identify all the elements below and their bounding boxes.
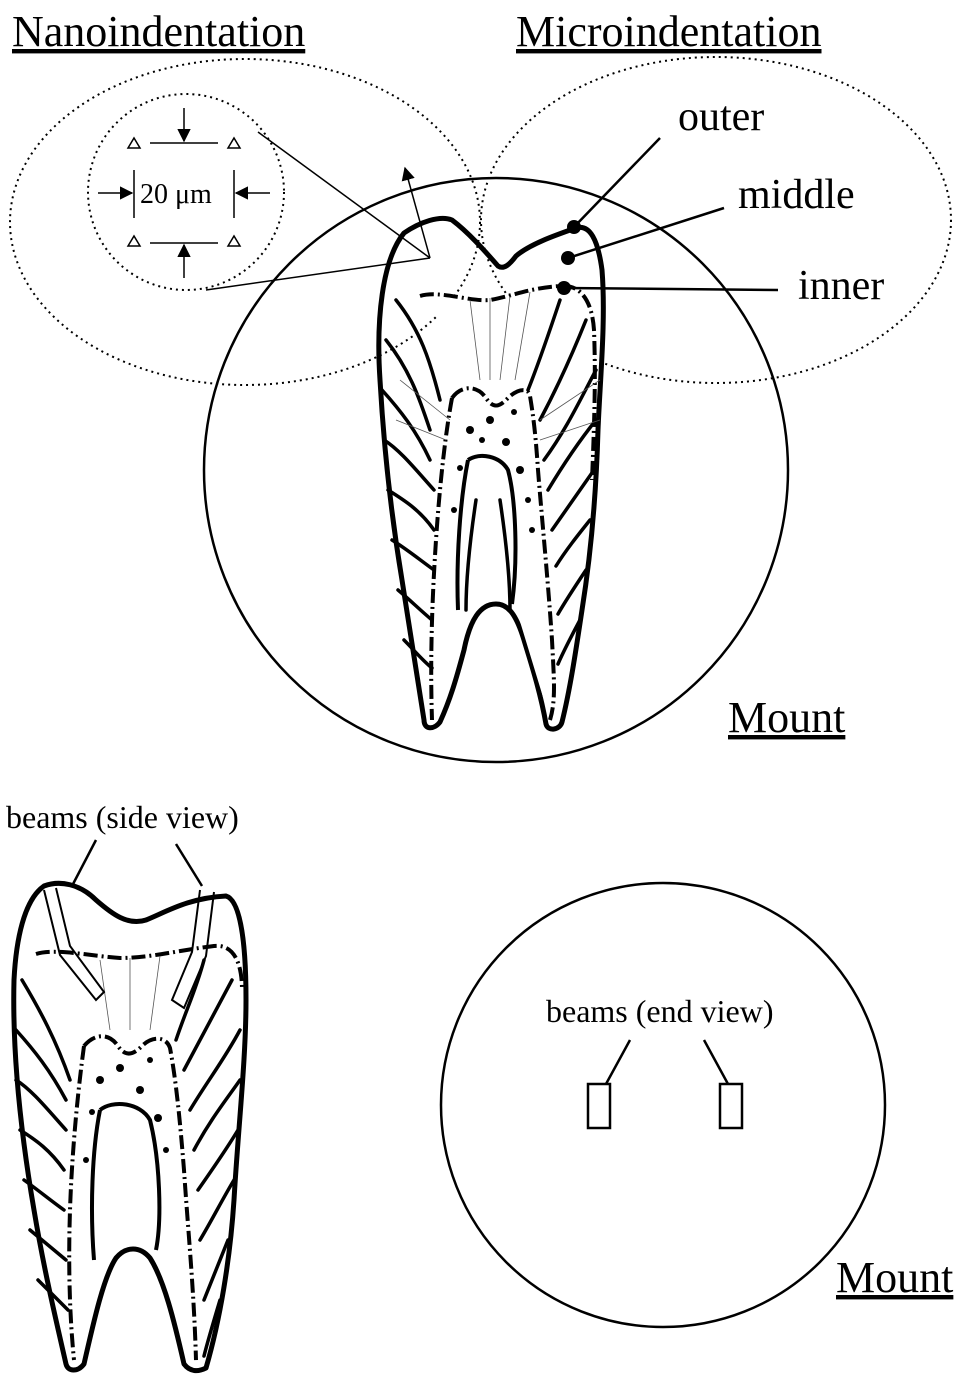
- arrow-icon: [405, 168, 430, 258]
- beam-end-leader: [606, 1040, 630, 1084]
- inner-label: inner: [798, 263, 884, 309]
- beam-side-leader: [72, 840, 96, 886]
- mount-label-bottom: Mount: [836, 1253, 953, 1302]
- beam-side-leader: [176, 844, 202, 886]
- outer-label: outer: [678, 94, 764, 140]
- beams-side-view-label: beams (side view): [6, 799, 239, 835]
- beam-end-rect-left: [588, 1084, 610, 1128]
- nanoindentation-ellipse: [10, 59, 480, 385]
- middle-label: middle: [738, 172, 855, 218]
- indent-mark: [128, 236, 140, 246]
- mount-circle-bottom: [441, 883, 885, 1327]
- beam-end-leader: [704, 1040, 728, 1084]
- indent-array: 20 μm: [98, 108, 270, 278]
- scale-bar-label: 20 μm: [140, 179, 212, 210]
- beam-end-rect-right: [720, 1084, 742, 1128]
- outer-leader: [574, 138, 660, 227]
- mount-label-top: Mount: [728, 693, 845, 742]
- beams-end-view-label: beams (end view): [546, 993, 773, 1029]
- indent-mark: [228, 138, 240, 148]
- nanoindentation-title: Nanoindentation: [12, 7, 305, 56]
- inner-leader: [564, 288, 778, 290]
- tooth-cross-section-bottom: [14, 883, 246, 1370]
- beam-side-outline: [44, 888, 104, 1000]
- tooth-cross-section-top: [379, 218, 604, 729]
- indent-mark: [228, 236, 240, 246]
- indent-mark: [128, 138, 140, 148]
- zoom-leader-line: [258, 132, 430, 258]
- microindentation-title: Microindentation: [516, 7, 822, 56]
